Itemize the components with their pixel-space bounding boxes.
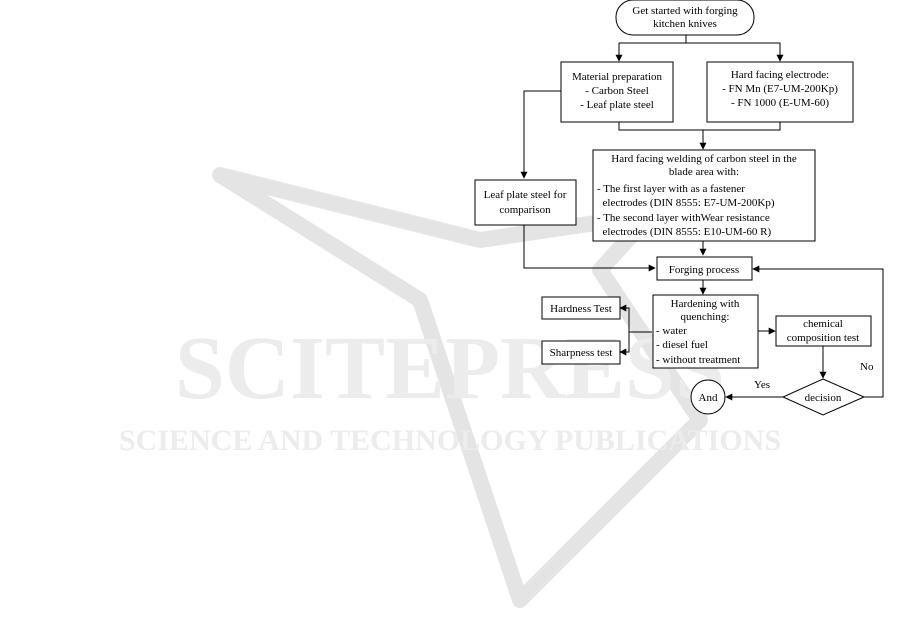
hardening-heading-1: Hardening with [671, 298, 740, 310]
hardening-box: Hardening with quenching: - water - dies… [652, 294, 759, 369]
watermark: SCITEPRESS SCIENCE AND TECHNOLOGY PUBLIC… [119, 167, 781, 608]
chemical-line-2: composition test [787, 332, 859, 344]
welding-item-2: electrodes (DIN 8555: E7-UM-200Kp) [597, 197, 775, 209]
hardness-test-label: Hardness Test [550, 303, 612, 315]
welding-item-3: - The second layer withWear resistance [597, 212, 770, 224]
hardness-test-box: Hardness Test [541, 296, 621, 320]
start-line-1: Get started with forging [632, 5, 738, 17]
end-node: And [690, 379, 726, 415]
decision-label: decision [805, 392, 842, 404]
material-line-1: Material preparation [572, 71, 663, 83]
material-line-3: - Leaf plate steel [580, 99, 654, 111]
decision-node: decision [781, 378, 866, 416]
welding-item-4: electrodes (DIN 8555: E10-UM-60 R) [597, 226, 771, 238]
forging-label: Forging process [669, 264, 739, 276]
connectors [520, 35, 884, 401]
leaf-line-1: Leaf plate steel for [484, 189, 567, 201]
hardening-heading-2: quenching: [681, 311, 730, 323]
chemical-line-1: chemical [803, 318, 843, 330]
sharpness-test-label: Sharpness test [550, 347, 613, 359]
chemical-test-box: chemical composition test [775, 315, 872, 347]
electrode-line-3: - FN 1000 (E-UM-60) [731, 97, 829, 109]
welding-box: Hard facing welding of carbon steel in t… [592, 149, 816, 242]
hardening-item-2: - diesel fuel [656, 339, 708, 351]
leaf-plate-box: Leaf plate steel for comparison [474, 179, 577, 226]
watermark-subtitle: SCIENCE AND TECHNOLOGY PUBLICATIONS [119, 424, 781, 457]
welding-heading-2: blade area with: [669, 166, 739, 178]
hardening-item-3: - without treatment [656, 354, 740, 366]
electrode-box: Hard facing electrode: - FN Mn (E7-UM-20… [706, 61, 854, 123]
welding-item-1: - The first layer with as a fastener [597, 183, 745, 195]
electrode-line-1: Hard facing electrode: [731, 69, 829, 81]
start-node: Get started with forging kitchen knives [615, 0, 755, 36]
electrode-line-2: - FN Mn (E7-UM-200Kp) [722, 83, 838, 95]
material-preparation-box: Material preparation - Carbon Steel - Le… [560, 61, 674, 123]
start-line-2: kitchen knives [653, 18, 717, 30]
forging-box: Forging process [656, 256, 753, 281]
end-label: And [699, 392, 718, 404]
hardening-item-1: - water [656, 325, 687, 337]
yes-label: Yes [754, 379, 770, 391]
welding-heading-1: Hard facing welding of carbon steel in t… [611, 153, 797, 165]
leaf-line-2: comparison [499, 204, 551, 216]
watermark-shape [212, 167, 708, 608]
no-label: No [860, 361, 874, 373]
sharpness-test-box: Sharpness test [541, 340, 621, 365]
material-line-2: - Carbon Steel [585, 85, 649, 97]
watermark-title: SCITEPRESS [175, 319, 725, 418]
